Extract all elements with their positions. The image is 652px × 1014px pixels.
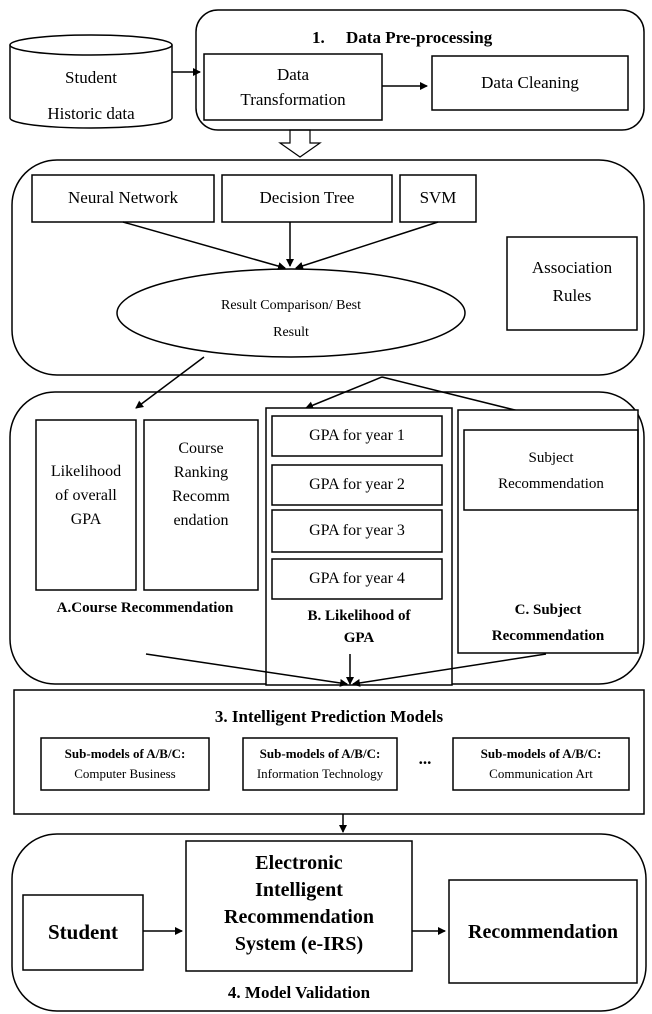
hollow-down-arrow (278, 129, 322, 158)
gpa-label-line-2: GPA (343, 630, 375, 646)
submodel-2-heading: Sub-models of A/B/C: (259, 746, 381, 761)
course-recommendation-label: A.Course Recommendation (56, 600, 234, 616)
submodel-box-2 (242, 737, 398, 791)
mining-frame (11, 159, 645, 376)
transform-line-2: Transformation (240, 90, 346, 109)
data-transformation-box (203, 53, 383, 121)
likelihood-of-gpa-label: B. Likelihood of GPA (266, 605, 452, 649)
gpa-year-2-label: GPA for year 2 (309, 476, 405, 493)
arrow-neural-to-result (122, 221, 286, 270)
subject-recommendation-box (463, 429, 639, 511)
likelihood-line-3: GPA (70, 511, 102, 528)
student-label: Student (47, 920, 119, 944)
ranking-line-1: Course (178, 440, 224, 457)
subject-recommendation-label: C. Subject Recommendation (458, 597, 638, 649)
neural-network-label: Neural Network (68, 188, 178, 207)
eirs-line-4: System (e-IRS) (234, 933, 364, 955)
data-cleaning-box (431, 55, 629, 111)
recommendation-label: Recommendation (468, 921, 618, 943)
arrow-svm-to-result (295, 221, 439, 270)
submodel-3-name: Communication Art (489, 766, 593, 781)
prediction-models-title: 3. Intelligent Prediction Models (214, 707, 444, 726)
eirs-line-1: Electronic (255, 852, 343, 874)
gpa-label-line-1: B. Likelihood of (307, 608, 411, 624)
student-historic-data-label: Student Historic data (10, 60, 172, 132)
cylinder-top (9, 34, 173, 56)
subject-box-line-1: Subject (528, 450, 574, 466)
submodel-3: Sub-models of A/B/C: Communication Art (453, 744, 629, 784)
submodel-2: Sub-models of A/B/C: Information Technol… (243, 744, 397, 784)
association-rules-label: Association Rules (507, 254, 637, 310)
arrow-subject-to-models (352, 653, 547, 687)
decision-tree-box (221, 174, 393, 223)
submodel-1-heading: Sub-models of A/B/C: (64, 746, 186, 761)
compare-line-2: Result (273, 325, 309, 340)
likelihood-line-2: of overall (55, 487, 117, 504)
ranking-line-3: Recomm (172, 488, 230, 505)
submodel-box-1 (40, 737, 210, 791)
ranking-line-4: endation (173, 512, 229, 529)
subject-label-line-1: C. Subject (514, 602, 582, 618)
submodel-ellipsis: ... (418, 749, 432, 768)
model-validation-title: 4. Model Validation (227, 983, 371, 1002)
gpa-year-4-box (271, 558, 443, 600)
data-cleaning-label: Data Cleaning (481, 73, 579, 92)
source-line-1: Student (65, 68, 117, 87)
likelihood-overall-gpa-box (35, 419, 137, 591)
eirs-line-2: Intelligent (255, 879, 343, 901)
subject-recommendation-box-label: Subject Recommendation (464, 445, 638, 497)
eirs-line-3: Recommendation (224, 906, 374, 928)
submodel-1: Sub-models of A/B/C: Computer Business (41, 744, 209, 784)
svm-label: SVM (419, 188, 457, 207)
subject-box-line-2: Recommendation (498, 476, 604, 492)
student-box (22, 894, 144, 971)
likelihood-overall-gpa-label: Likelihood of overall GPA (36, 460, 136, 532)
subject-label-line-2: Recommendation (491, 628, 605, 644)
ranking-line-2: Ranking (173, 464, 229, 481)
submodel-box-3 (452, 737, 630, 791)
gpa-year-2-box (271, 464, 443, 506)
likelihood-line-1: Likelihood (50, 463, 122, 480)
decision-tree-label: Decision Tree (259, 188, 355, 207)
validation-frame (11, 833, 647, 1012)
course-ranking-box (143, 419, 259, 591)
preprocessing-title: 1. Data Pre-processing (312, 28, 493, 47)
data-transformation-label: Data Transformation (204, 62, 382, 112)
result-comparison-label: Result Comparison/ Best Result (145, 292, 437, 346)
subject-panel (457, 409, 639, 654)
submodel-2-name: Information Technology (256, 766, 384, 781)
result-comparison-ellipse (116, 268, 466, 358)
models-frame (13, 689, 645, 815)
arrow-course-to-models (145, 653, 348, 687)
recommendation-box (448, 879, 638, 984)
submodel-1-name: Computer Business (74, 766, 176, 781)
eirs-box (185, 840, 413, 972)
course-ranking-label: Course Ranking Recomm endation (144, 437, 258, 533)
assoc-line-1: Association (531, 258, 613, 277)
submodel-3-heading: Sub-models of A/B/C: (480, 746, 602, 761)
student-historic-data-cylinder (9, 45, 173, 129)
source-line-2: Historic data (47, 104, 135, 123)
association-rules-box (506, 236, 638, 331)
compare-line-1: Result Comparison/ Best (221, 298, 361, 313)
gpa-year-3-box (271, 509, 443, 553)
gpa-year-4-label: GPA for year 4 (309, 570, 405, 587)
transform-line-1: Data (276, 65, 310, 84)
eirs-label: Electronic Intelligent Recommendation Sy… (186, 850, 412, 958)
assoc-line-2: Rules (552, 286, 592, 305)
gpa-year-1-label: GPA for year 1 (309, 427, 405, 444)
gpa-panel (265, 407, 453, 686)
arrow-result-to-course (135, 356, 205, 409)
gpa-year-1-box (271, 415, 443, 457)
gpa-year-3-label: GPA for year 3 (309, 522, 405, 539)
